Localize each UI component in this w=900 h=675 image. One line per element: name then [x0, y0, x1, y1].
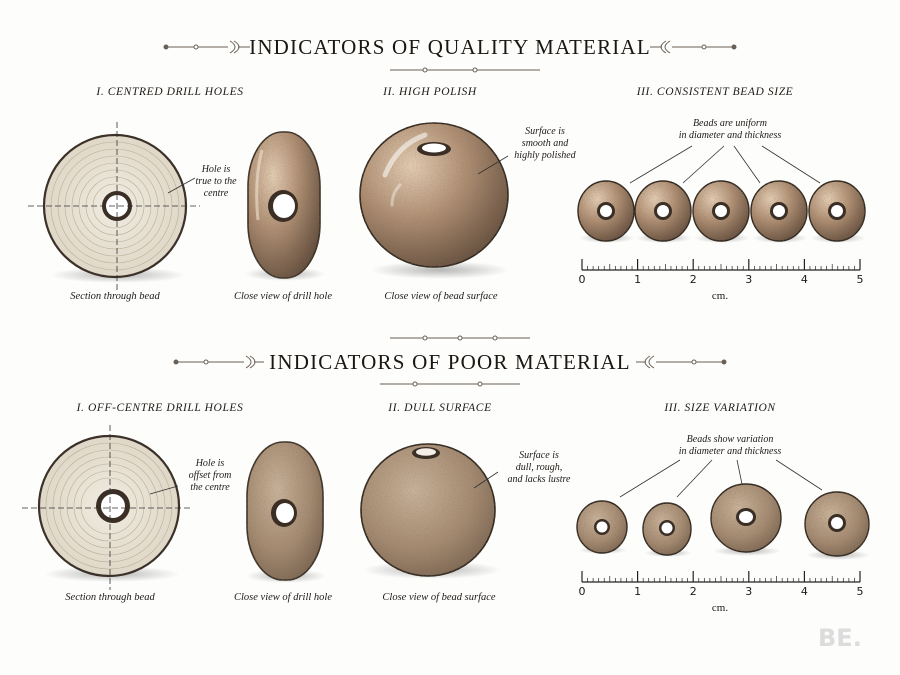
quality-heading-2: II. HIGH POLISH: [383, 86, 477, 98]
scale-tick-label: 0: [578, 273, 586, 286]
scale-tick-label: 2: [689, 273, 697, 286]
quality-caption-surface: Close view of bead surface: [384, 291, 498, 302]
quality-caption-drill: Close view of drill hole: [234, 291, 332, 302]
ornament-top: [163, 40, 737, 73]
varied-bead-large: [710, 483, 782, 556]
poor-heading-2: II. DULL SURFACE: [388, 402, 492, 414]
poor-heading-1: I. OFF-CENTRE DRILL HOLES: [76, 402, 244, 414]
quality-scale-bar: [581, 259, 861, 271]
uniform-bead: [808, 180, 866, 243]
quality-section-bead: [28, 122, 200, 290]
uniform-bead: [634, 180, 692, 243]
brand-logo-text: BE.: [818, 624, 862, 652]
uniform-bead: [577, 180, 635, 243]
quality-title: INDICATORS OF QUALITY MATERIAL: [249, 35, 651, 59]
quality-bead-row: [577, 145, 866, 243]
ornament-middle: [173, 335, 727, 387]
scale-tick-label: 4: [800, 273, 808, 286]
varied-bead-small: [576, 500, 628, 554]
scale-tick-label: 4: [800, 585, 808, 598]
brand-logo: BE.: [818, 624, 862, 652]
quality-polished-bead: [359, 122, 510, 279]
poor-scale-unit: cm.: [711, 602, 729, 614]
scale-tick-label: 1: [634, 585, 642, 598]
uniform-bead: [692, 180, 750, 243]
scale-tick-label: 5: [856, 273, 864, 286]
poor-title: INDICATORS OF POOR MATERIAL: [269, 350, 631, 374]
quality-drill-bead: [245, 131, 325, 281]
poor-section-bead: [22, 425, 192, 590]
poor-scale-bar: [581, 571, 861, 583]
poor-caption-surface: Close view of bead surface: [382, 592, 496, 603]
scale-tick-label: 0: [578, 585, 586, 598]
quality-scale-unit: cm.: [711, 290, 729, 302]
poor-caption-section: Section through bead: [65, 592, 155, 603]
poor-bead-row: [576, 459, 870, 560]
quality-heading-3: III. CONSISTENT BEAD SIZE: [636, 86, 794, 98]
uniform-bead: [750, 180, 808, 243]
poor-drill-bead: [246, 441, 326, 583]
scale-tick-label: 3: [745, 585, 753, 598]
varied-bead-medium: [804, 491, 870, 560]
poor-heading-3: III. SIZE VARIATION: [664, 402, 776, 414]
quality-heading-1: I. CENTRED DRILL HOLES: [96, 86, 244, 98]
scale-tick-label: 3: [745, 273, 753, 286]
poor-dull-bead: [360, 443, 502, 579]
poor-caption-drill: Close view of drill hole: [234, 592, 332, 603]
scale-tick-label: 2: [689, 585, 697, 598]
scale-tick-label: 5: [856, 585, 864, 598]
varied-bead-small: [642, 502, 692, 557]
quality-caption-section: Section through bead: [70, 291, 160, 302]
scale-tick-label: 1: [634, 273, 642, 286]
